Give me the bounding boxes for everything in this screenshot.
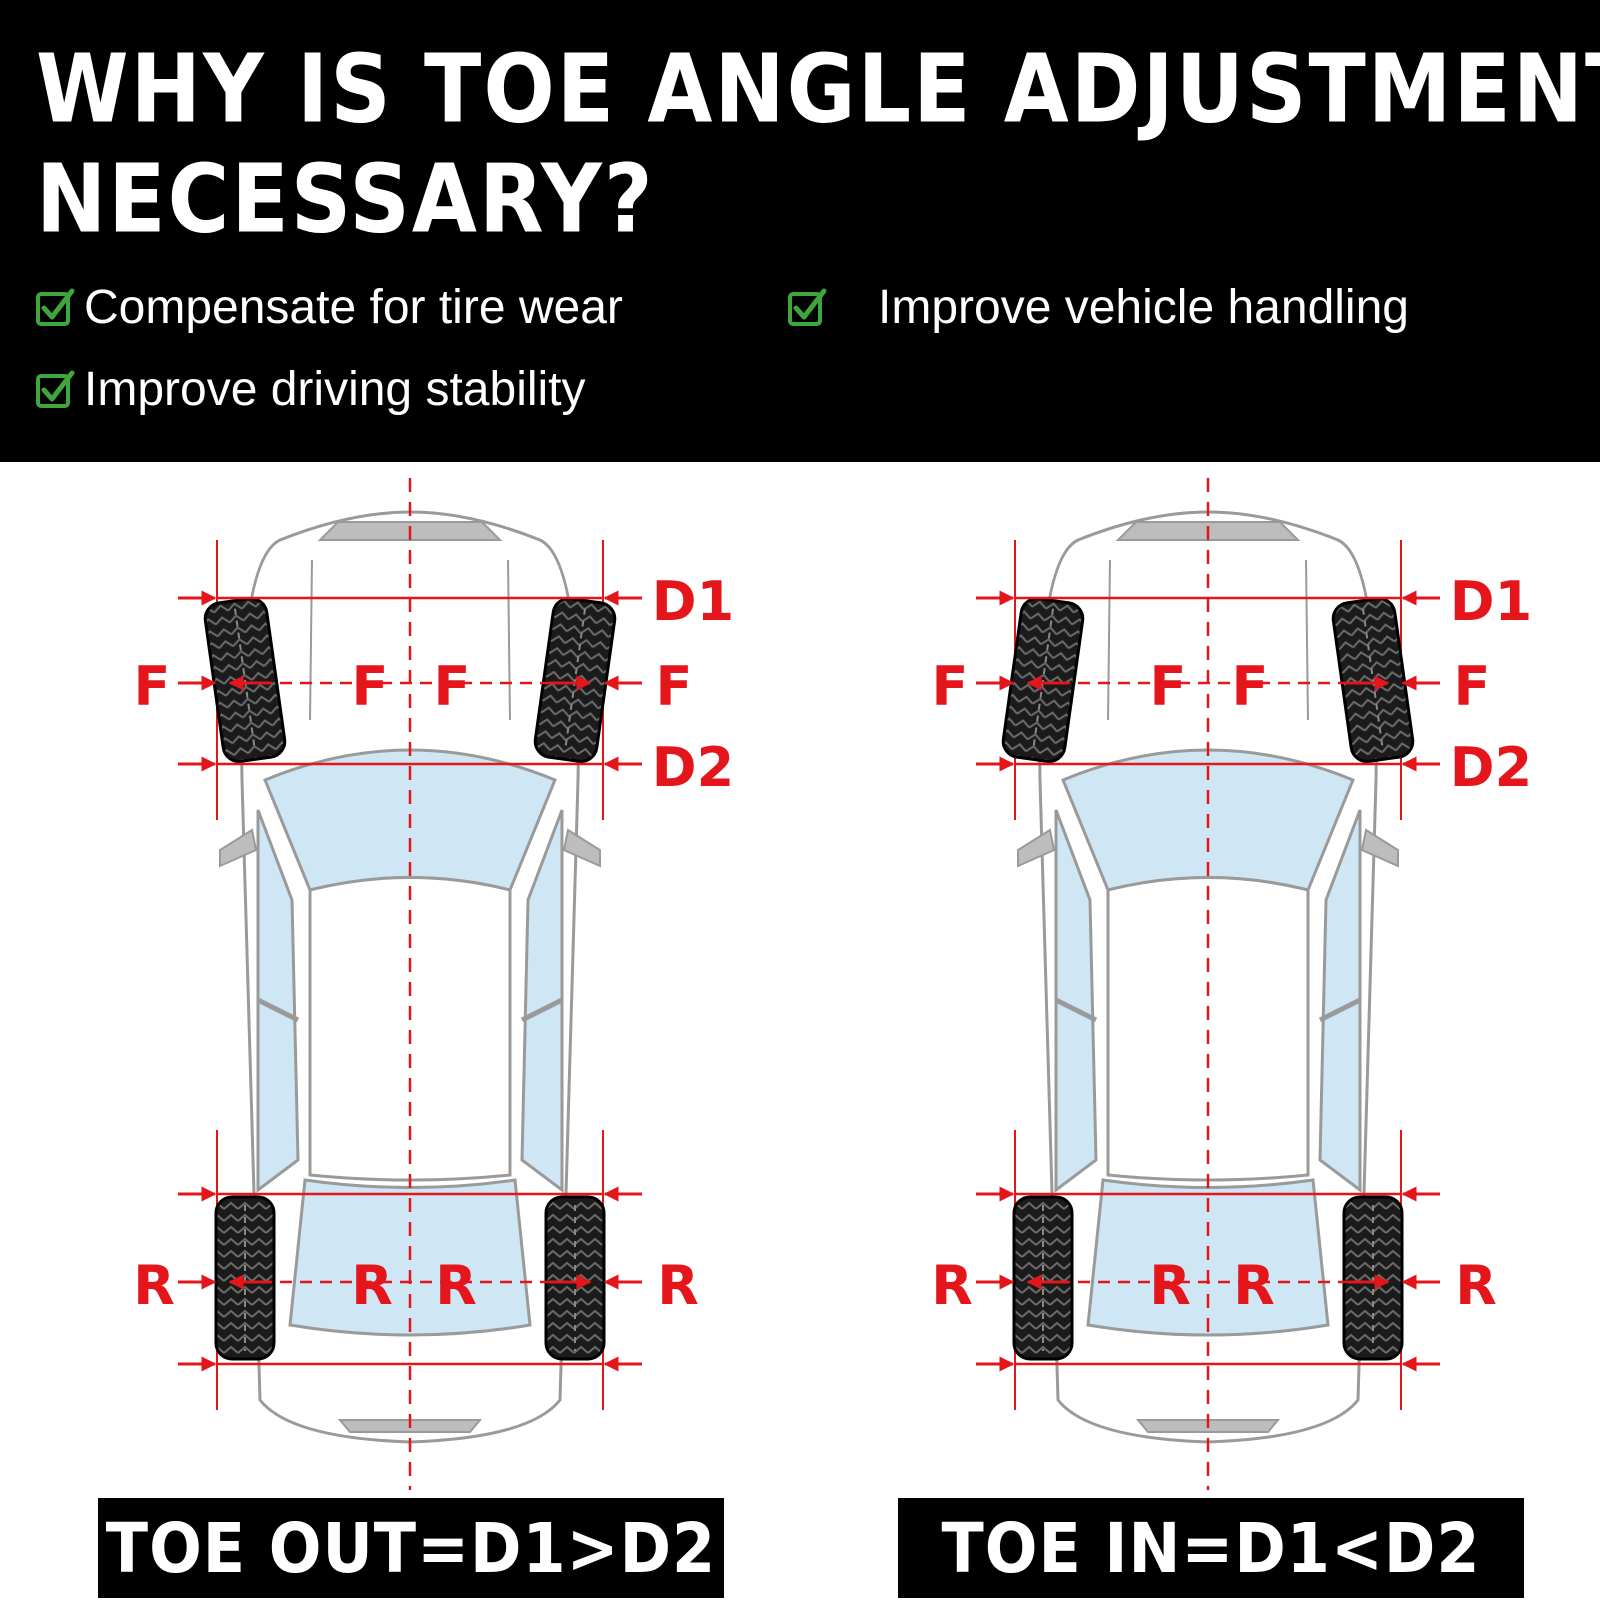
r-label-outer-left: R	[931, 1254, 973, 1317]
benefit-item-tire-wear: Compensate for tire wear	[34, 284, 623, 332]
r-label-outer-right: R	[1455, 1254, 1497, 1317]
r-label-inner-right: R	[435, 1254, 477, 1317]
checkbox-check-icon	[36, 370, 75, 408]
rear-right-tire	[1342, 1195, 1404, 1361]
side-window-right	[1318, 809, 1362, 1193]
caption-toe-out-box: TOE OUT=D1>D2	[98, 1498, 724, 1598]
side-window-left	[1054, 809, 1098, 1193]
f-label-outer-right: F	[1454, 655, 1491, 718]
f-label-inner-left: F	[1150, 655, 1187, 718]
rear-right-tire	[544, 1195, 606, 1361]
tire-groove	[233, 608, 257, 752]
f-label-outer-right: F	[656, 655, 693, 718]
checkbox-check-icon	[36, 288, 75, 326]
mirror-left	[1017, 828, 1056, 868]
f-label-inner-left: F	[352, 655, 389, 718]
rear-left-tire	[214, 1195, 276, 1361]
mirror-left	[219, 828, 258, 868]
d1-label: D1	[1450, 570, 1532, 633]
d1-label: D1	[652, 570, 734, 633]
r-label-inner-right: R	[1233, 1254, 1275, 1317]
f-label-inner-right: F	[434, 655, 471, 718]
f-label-inner-right: F	[1232, 655, 1269, 718]
r-label-outer-right: R	[657, 1254, 699, 1317]
caption-toe-in: TOE IN=D1<D2	[941, 1507, 1481, 1589]
caption-toe-in-box: TOE IN=D1<D2	[898, 1498, 1524, 1598]
mirror-right	[562, 828, 601, 868]
r-label-outer-left: R	[133, 1254, 175, 1317]
hood-lines	[1107, 559, 1309, 721]
r-label-inner-left: R	[1149, 1254, 1191, 1317]
hood-lines	[309, 559, 511, 721]
door-pillars	[1054, 997, 1362, 1023]
roof	[308, 876, 512, 1182]
mirror-right	[1360, 828, 1399, 868]
checkbox-check-icon	[788, 288, 827, 326]
d2-label: D2	[652, 736, 734, 799]
benefit-label: Compensate for tire wear	[84, 281, 623, 334]
benefit-item-handling: Improve vehicle handling	[786, 284, 1409, 332]
r-label-inner-left: R	[351, 1254, 393, 1317]
f-label-outer-left: F	[932, 655, 969, 718]
benefit-item-stability: Improve driving stability	[34, 366, 586, 414]
header-banner: WHY IS TOE ANGLE ADJUSTMENT NECESSARY? C…	[0, 0, 1600, 462]
side-window-left	[256, 809, 300, 1193]
f-label-outer-left: F	[134, 655, 171, 718]
side-window-right	[520, 809, 564, 1193]
door-pillars	[256, 997, 564, 1023]
benefit-label: Improve driving stability	[84, 363, 586, 416]
title-line-1: WHY IS TOE ANGLE ADJUSTMENT	[36, 34, 1600, 144]
rear-left-tire	[1012, 1195, 1074, 1361]
d2-label: D2	[1450, 736, 1532, 799]
caption-toe-out: TOE OUT=D1>D2	[105, 1507, 717, 1589]
title-line-2: NECESSARY?	[36, 144, 655, 254]
roof	[1106, 876, 1310, 1182]
benefit-label: Improve vehicle handling	[878, 281, 1409, 334]
